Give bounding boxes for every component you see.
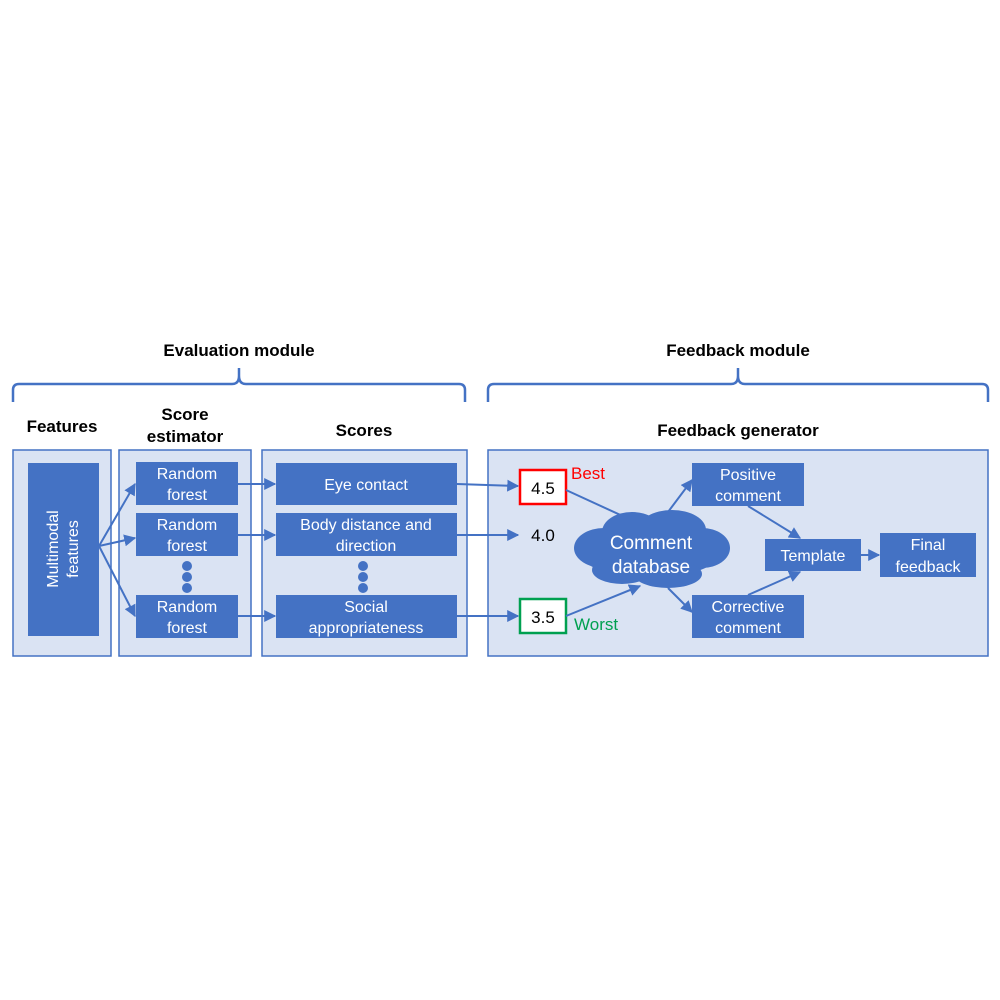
final-feedback-label-line1: Final xyxy=(911,537,946,554)
eye-contact-label: Eye contact xyxy=(324,477,408,494)
arrow xyxy=(98,545,136,618)
final-feedback-label-line2: feedback xyxy=(896,559,962,576)
score-estimator-header-line1: Score xyxy=(161,405,208,424)
social-appropriateness-box xyxy=(276,595,457,638)
feedback-module-title: Feedback module xyxy=(666,341,810,360)
best-score-value: 4.5 xyxy=(531,479,555,498)
arrow xyxy=(667,587,693,613)
corrective-comment-label-line1: Corrective xyxy=(712,599,785,616)
ellipsis-dot xyxy=(182,561,192,571)
body-distance-label-line2: direction xyxy=(336,538,396,555)
worst-score-value: 3.5 xyxy=(531,608,555,627)
comment-database-label-line1: Comment xyxy=(610,533,693,554)
features-header: Features xyxy=(27,417,98,436)
random-forest-label-line1: Random xyxy=(157,466,217,483)
arrow xyxy=(747,505,802,539)
random-forest-label-line2: forest xyxy=(167,487,208,504)
template-box xyxy=(765,539,861,571)
social-appropriateness-label-line1: Social xyxy=(344,599,388,616)
ellipsis-dot xyxy=(358,572,368,582)
eye-contact-box xyxy=(276,463,457,505)
mid-score-value: 4.0 xyxy=(531,526,555,545)
evaluation-module-title: Evaluation module xyxy=(163,341,314,360)
multimodal-features-line1: Multimodal xyxy=(45,510,62,587)
feedback-module-brace xyxy=(486,368,990,402)
positive-comment-label-line1: Positive xyxy=(720,467,776,484)
arrow xyxy=(456,479,520,492)
social-appropriateness-label-line2: appropriateness xyxy=(309,620,424,637)
random-forest-label-line2: forest xyxy=(167,620,208,637)
ellipsis-dot xyxy=(358,583,368,593)
arrow xyxy=(565,584,642,617)
feedback-generator-header: Feedback generator xyxy=(657,421,819,440)
corrective-comment-label-line2: comment xyxy=(715,620,781,637)
positive-comment-box xyxy=(692,463,804,506)
best-label: Best xyxy=(571,464,605,483)
random-forest-label-line1: Random xyxy=(157,599,217,616)
ellipsis-dot xyxy=(182,572,192,582)
arrow xyxy=(98,534,137,547)
multimodal-features-line2: features xyxy=(65,520,82,578)
arrow xyxy=(667,479,693,513)
arrow xyxy=(98,482,136,547)
ellipsis-dot xyxy=(182,583,192,593)
random-forest-label-line2: forest xyxy=(167,538,208,555)
body-distance-label-line1: Body distance and xyxy=(300,517,432,534)
multimodal-features-box xyxy=(28,463,99,636)
random-forest-label-line1: Random xyxy=(157,517,217,534)
worst-label: Worst xyxy=(574,615,618,634)
corrective-comment-box xyxy=(692,595,804,638)
arrow xyxy=(747,570,802,596)
best-score-box xyxy=(518,468,568,506)
evaluation-module-brace xyxy=(11,368,467,402)
scores-header: Scores xyxy=(336,421,393,440)
body-distance-box xyxy=(276,513,457,556)
comment-database-label-line2: database xyxy=(612,557,690,578)
random-forest-box xyxy=(136,595,238,638)
random-forest-box xyxy=(136,462,238,505)
random-forest-box xyxy=(136,513,238,556)
score-estimator-header-line2: estimator xyxy=(147,427,224,446)
final-feedback-box xyxy=(880,533,976,577)
positive-comment-label-line2: comment xyxy=(715,488,781,505)
ellipsis-dot xyxy=(358,561,368,571)
template-label: Template xyxy=(781,548,846,565)
comment-database-cloud xyxy=(574,510,730,588)
